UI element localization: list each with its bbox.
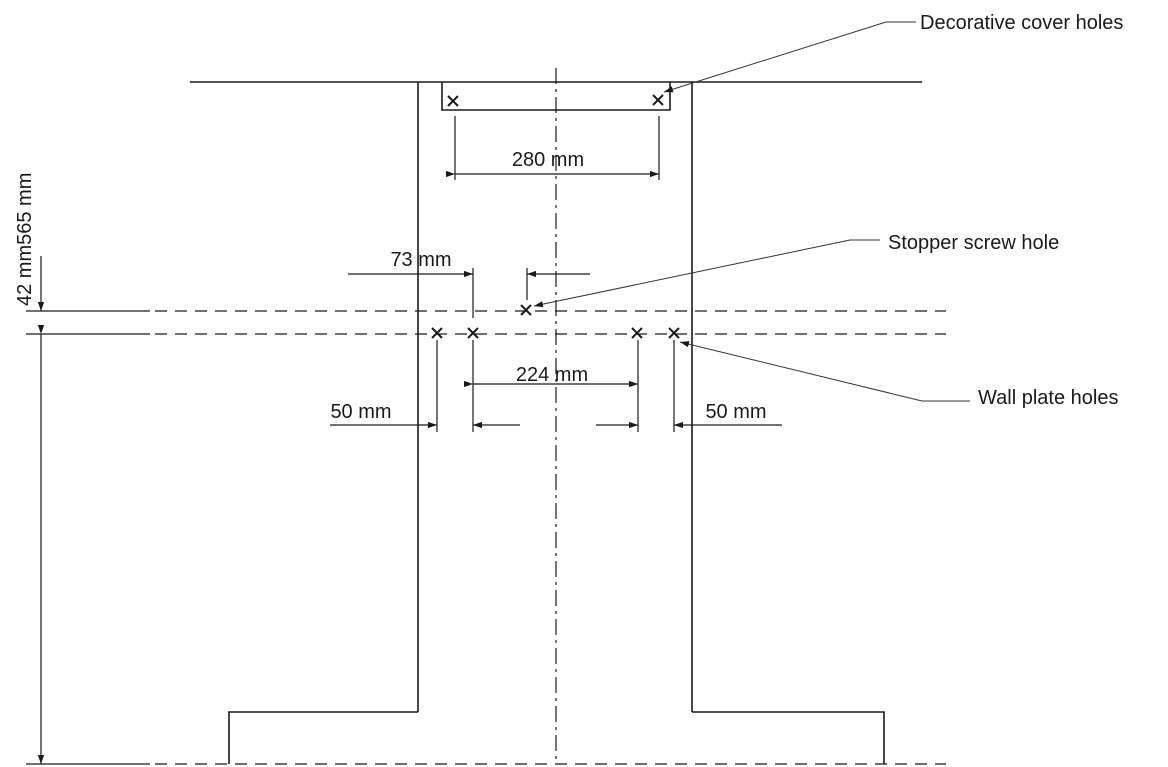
dim-73-label: 73 mm — [390, 249, 451, 271]
dim-224-label: 224 mm — [516, 364, 588, 386]
callout-decorative-cover-holes: Decorative cover holes — [920, 12, 1123, 34]
cover-hole-left — [447, 95, 459, 107]
base-outline — [228, 711, 885, 764]
dim-280-label: 280 mm — [512, 149, 584, 171]
dim-50-right-label: 50 mm — [705, 401, 766, 423]
dim-vertical-label: 42 mm565 mm — [14, 173, 36, 306]
callout-stopper-screw-hole: Stopper screw hole — [888, 232, 1059, 254]
wall-plate-hole-1 — [431, 327, 443, 339]
dim-50-left-label: 50 mm — [330, 401, 391, 423]
leader-wall-plate — [679, 341, 970, 402]
dim-42-label: 42 mm — [14, 245, 36, 306]
wall-plate-hole-2 — [467, 327, 479, 339]
cover-hole-right — [652, 94, 664, 106]
leader-decorative-cover — [663, 21, 916, 93]
leader-stopper-screw — [533, 239, 880, 308]
wall-plate-hole-4 — [668, 327, 680, 339]
stopper-screw-hole — [520, 304, 532, 316]
wall-plate-hole-3 — [631, 327, 643, 339]
dim-565-label: 565 mm — [14, 173, 36, 245]
callout-wall-plate-holes: Wall plate holes — [978, 387, 1118, 409]
